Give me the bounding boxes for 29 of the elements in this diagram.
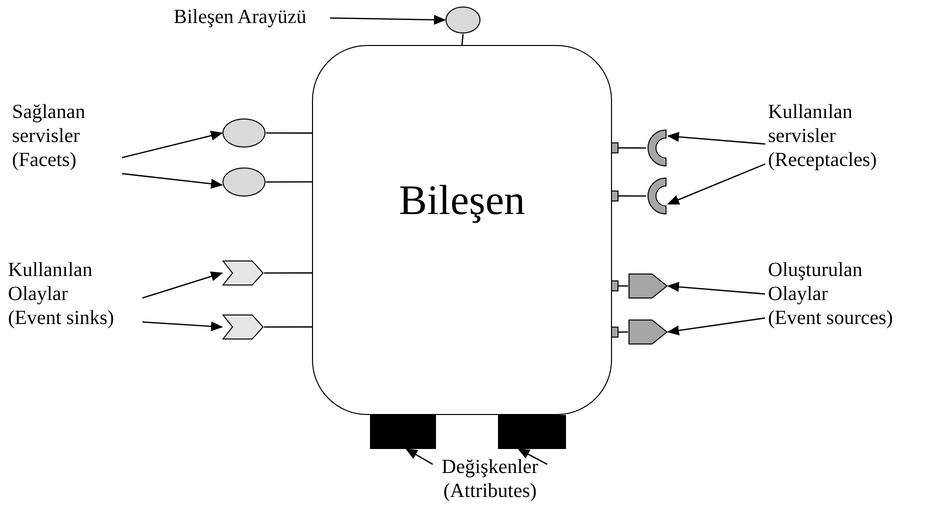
arrow — [667, 132, 766, 145]
connector-line — [461, 34, 464, 46]
arrow — [667, 163, 766, 205]
arrow — [518, 448, 548, 465]
port-label: (Event sources) — [768, 306, 894, 330]
port-label: (Attributes) — [442, 479, 538, 503]
arrow — [330, 14, 446, 25]
connector-line — [264, 272, 312, 274]
arrow — [142, 321, 223, 332]
connector-line — [264, 326, 312, 328]
port-label: Kullanılan servisler — [768, 100, 854, 148]
connector-line — [266, 132, 312, 134]
arrow — [142, 272, 223, 299]
arrow — [122, 172, 223, 189]
component-title: Bileşen — [398, 177, 526, 226]
port-label: Oluşturulan Olaylar — [768, 258, 864, 306]
arrow — [667, 282, 766, 295]
port-label: Kullanılan Olaylar — [8, 258, 94, 306]
port-label: Bileşen Arayüzü — [172, 5, 308, 29]
port-label: (Receptacles) — [768, 148, 878, 172]
arrow — [122, 130, 223, 158]
connector-line — [266, 181, 312, 183]
arrow — [667, 317, 766, 336]
port-label: Değişkenler — [440, 455, 540, 479]
component-box — [312, 45, 612, 415]
port-label: (Facets) — [12, 148, 78, 172]
arrow — [405, 448, 434, 465]
port-label: Sağlanan servisler — [12, 100, 86, 148]
port-label: (Event sinks) — [8, 306, 116, 330]
